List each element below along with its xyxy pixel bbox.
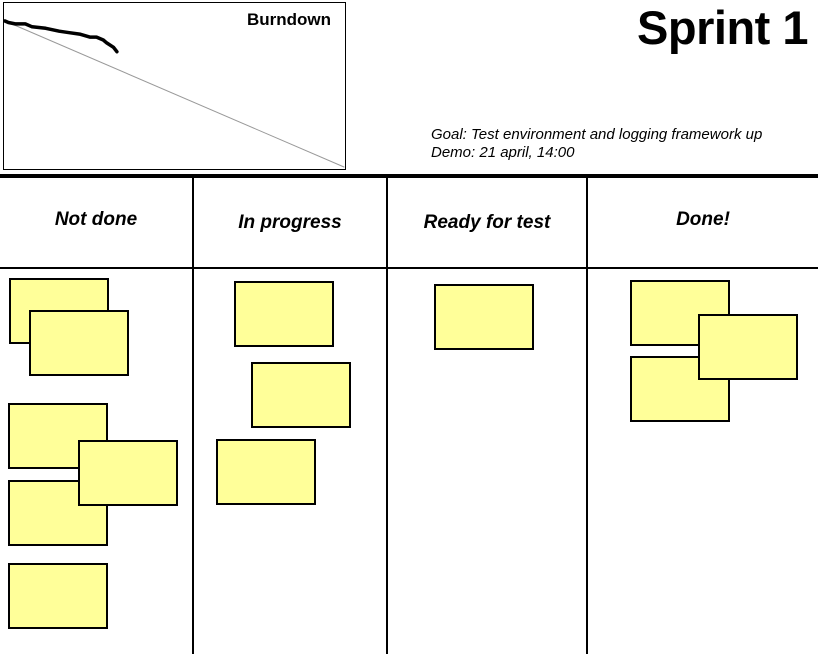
sticky-note[interactable] bbox=[698, 314, 798, 380]
sticky-note[interactable] bbox=[29, 310, 129, 376]
column-header-in-progress: In progress bbox=[238, 211, 342, 233]
sticky-note[interactable] bbox=[251, 362, 351, 428]
burndown-ideal-line bbox=[4, 20, 345, 168]
burndown-actual-line bbox=[4, 19, 119, 54]
board-header-rule bbox=[0, 267, 818, 269]
sticky-note[interactable] bbox=[78, 440, 178, 506]
column-header-done: Done! bbox=[676, 208, 730, 230]
sprint-title: Sprint 1 bbox=[637, 1, 808, 54]
board-top-rule bbox=[0, 174, 818, 178]
sticky-note[interactable] bbox=[434, 284, 534, 350]
sticky-note[interactable] bbox=[216, 439, 316, 505]
sticky-note[interactable] bbox=[234, 281, 334, 347]
sprint-demo: Demo: 21 april, 14:00 bbox=[431, 144, 575, 161]
column-divider bbox=[386, 178, 388, 654]
column-header-not-done: Not done bbox=[54, 208, 138, 230]
sticky-note[interactable] bbox=[8, 563, 108, 629]
burndown-plot bbox=[4, 19, 345, 168]
burndown-title: Burndown bbox=[246, 10, 331, 29]
sprint-info: Goal: Test environment and logging frame… bbox=[431, 126, 762, 162]
column-divider bbox=[192, 178, 194, 654]
column-divider bbox=[586, 178, 588, 654]
column-header-ready-for-test: Ready for test bbox=[423, 211, 551, 233]
burndown-chart: Burndown bbox=[3, 2, 346, 170]
sprint-goal: Goal: Test environment and logging frame… bbox=[431, 126, 763, 143]
